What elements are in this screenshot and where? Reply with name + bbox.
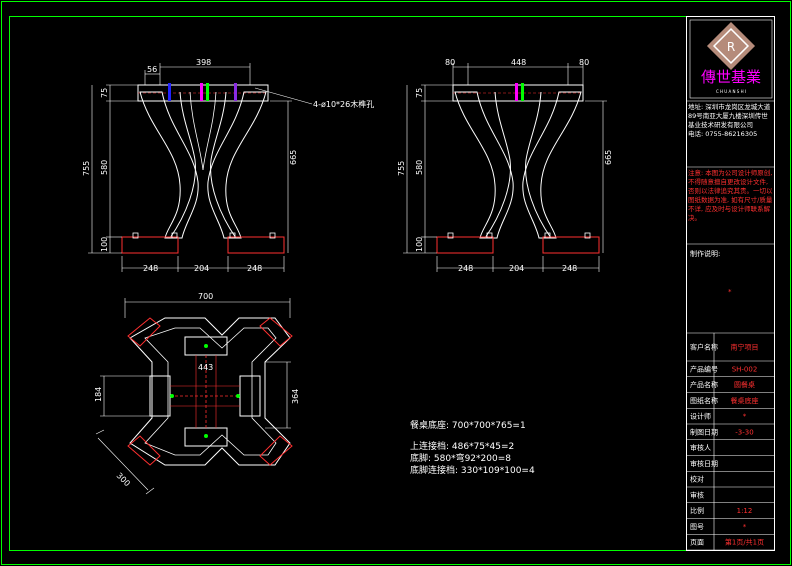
- dim-label: 248: [458, 264, 473, 273]
- title-row-value: 南宁项目: [731, 343, 759, 352]
- dim-label: 364: [291, 389, 300, 404]
- note-label: 注意:: [688, 169, 704, 177]
- side-view: 80 448 80 248 204 248 75 580 100 755 665: [397, 58, 613, 273]
- hole-note: 4-ø10*26木榫孔: [313, 99, 374, 109]
- note-line: 底脚: 580*弯92*200=8: [410, 452, 511, 464]
- desc-value: *: [728, 288, 732, 296]
- dowel-mark: [168, 83, 171, 101]
- logo-mark: R: [706, 21, 756, 71]
- address-label: 地址:: [688, 103, 704, 111]
- dim-label: 443: [198, 363, 213, 372]
- title-row-label: 产品名称: [690, 380, 718, 389]
- desc-label: 制作说明:: [690, 249, 720, 258]
- dim-label: 755: [82, 161, 91, 176]
- leg-outline: [207, 91, 267, 239]
- note-overall: 餐桌底座: 700*700*765=1: [410, 419, 526, 431]
- title-row-label: 比例: [690, 506, 704, 515]
- inner-frame: [9, 16, 775, 551]
- title-row-label: 图纸名称: [690, 396, 718, 405]
- plan-view: 700 443 184 364 300: [94, 292, 300, 495]
- svg-text:R: R: [727, 40, 735, 54]
- dim-label: 75: [100, 88, 109, 98]
- title-row-value: -3-30: [735, 428, 753, 436]
- dim-label: 248: [247, 264, 262, 273]
- title-row-label: 审核人: [690, 443, 711, 452]
- title-row-value: 1:12: [737, 507, 753, 515]
- foot-block: [121, 236, 179, 254]
- dim-label: 398: [196, 58, 211, 67]
- foot-block: [227, 236, 285, 254]
- title-row-label: 页面: [690, 539, 704, 547]
- title-row-label: 校对: [690, 475, 704, 484]
- note-line: 底脚连接档: 330*109*100=4: [410, 464, 535, 476]
- dowel-mark: [200, 83, 203, 101]
- notes: 餐桌底座: 700*700*765=1 上连接档: 486*75*45=2 底脚…: [410, 419, 535, 476]
- logo-text: 傳世基業: [701, 68, 761, 86]
- title-block: R 傳世基業 C H U A N S H I 地址: 深圳市龙岗区龙城大道89号…: [686, 16, 775, 551]
- note-text: 本图为公司设计师原创, 不得随意擅自更改设计文件, 否则以法律追究其责。一切以图…: [688, 169, 773, 222]
- dim-label: 100: [415, 237, 424, 252]
- logo-subtitle: C H U A N S H I: [716, 89, 746, 94]
- dim-label: 665: [604, 150, 613, 165]
- dim-label: 580: [415, 160, 424, 175]
- dim-label: 100: [100, 237, 109, 252]
- title-row-value: 餐桌底座: [731, 396, 759, 405]
- leg-outline: [139, 91, 199, 239]
- dim-label: 80: [579, 58, 589, 67]
- title-row-value: 第1页/共1页: [725, 538, 764, 547]
- title-row-label: 图号: [690, 523, 704, 531]
- note-line: 上连接档: 486*75*45=2: [410, 440, 514, 452]
- caution-block: 注意: 本图为公司设计师原创, 不得随意擅自更改设计文件, 否则以法律追究其责。…: [688, 169, 773, 223]
- dim-label: 448: [511, 58, 526, 67]
- dim-label: 204: [194, 264, 209, 273]
- phone-text: 电话: 0755-86216305: [688, 130, 758, 138]
- title-row-value: SH-002: [732, 365, 758, 373]
- dim-label: 580: [100, 160, 109, 175]
- title-row-value: *: [743, 413, 747, 421]
- dim-label: 204: [509, 264, 524, 273]
- dim-label: 80: [445, 58, 455, 67]
- title-row-label: 审核日期: [690, 459, 718, 468]
- front-view: 56 398 248 204 248 75 580 100 755 665 4-…: [82, 58, 374, 273]
- title-row-label: 审核: [690, 490, 704, 499]
- dim-label: 755: [397, 161, 406, 176]
- title-row-label: 产品编号: [690, 364, 718, 373]
- address-block: 地址: 深圳市龙岗区龙城大道89号南亚大厦九楼深圳传世基业技术研发有限公司 电话…: [688, 103, 773, 139]
- dim-label: 300: [115, 471, 132, 488]
- dim-label: 248: [143, 264, 158, 273]
- base-outline: [129, 317, 291, 466]
- dim-label: 248: [562, 264, 577, 273]
- title-row-value: 圆餐桌: [734, 380, 755, 389]
- dowel-mark: [206, 83, 209, 101]
- address-text: 深圳市龙岗区龙城大道89号南亚大厦九楼深圳传世基业技术研发有限公司: [688, 103, 771, 129]
- dim-label: 75: [415, 88, 424, 98]
- dim-label: 700: [198, 292, 213, 301]
- title-row-label: 客户名称: [690, 343, 718, 352]
- title-row-label: 制图日期: [690, 427, 718, 436]
- dowel-mark: [234, 83, 237, 101]
- dim-label: 56: [147, 65, 157, 74]
- dim-label: 184: [94, 387, 103, 402]
- title-row-label: 设计师: [690, 412, 711, 421]
- title-row-value: *: [743, 523, 747, 531]
- dim-label: 665: [289, 150, 298, 165]
